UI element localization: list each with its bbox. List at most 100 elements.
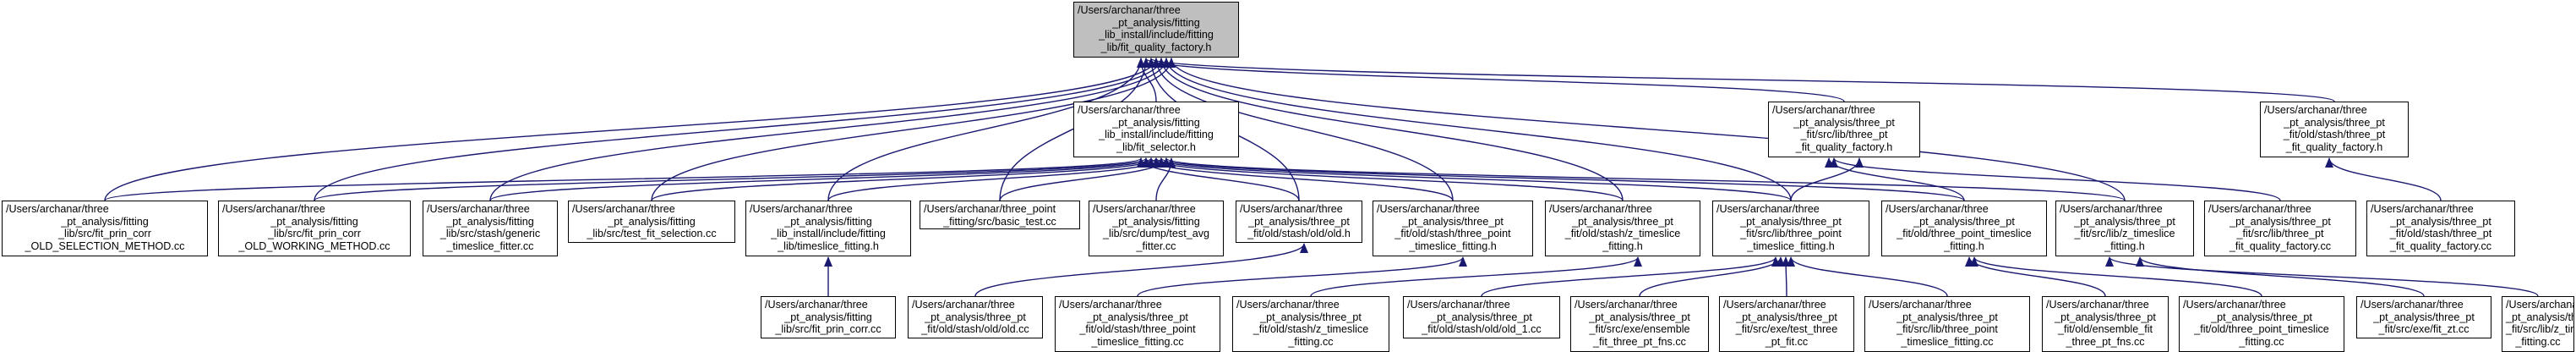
dependency-edge [1787, 256, 1948, 297]
file-path-line: /Users/archanar/three [6, 203, 109, 215]
file-node[interactable]: /Users/archanar/three_pt_analysis/three_… [2356, 296, 2491, 338]
file-path-line: _pt_analysis/three_pt [2229, 215, 2331, 228]
file-node[interactable]: /Users/archanar/three_pt_analysis/three_… [2204, 201, 2356, 256]
root-file-node[interactable]: /Users/archanar/three_pt_analysis/fittin… [1073, 2, 1239, 58]
file-path-line: _fitting.h [2104, 239, 2145, 252]
file-path-line: _pt_analysis/three_pt [1740, 215, 1842, 228]
file-path-line: _lib/src/fit_prin_corr [58, 228, 151, 240]
file-path-line: _pt_analysis/three_pt [2284, 116, 2385, 129]
file-node[interactable]: /Users/archanar/three_pt_analysis/fittin… [423, 201, 558, 256]
file-path-line: _fit/src/lib/z_timeslice [2074, 228, 2175, 240]
file-path-line: _pt_analysis/three_pt [2055, 311, 2156, 323]
file-node[interactable]: /Users/archanar/three_pt_analysis/fittin… [568, 201, 735, 243]
file-path-line: _pt_analysis/three_pt [2211, 311, 2312, 323]
file-node[interactable]: /Users/archanar/three_pt_analysis/three_… [2042, 296, 2169, 352]
file-path-line: /Users/archanar/three [765, 299, 868, 311]
file-path-line: _pt_analysis/three_pt [1572, 215, 1673, 228]
file-node[interactable]: /Users/archanar/three_pt_analysis/three_… [2502, 296, 2574, 352]
file-node[interactable]: /Users/archanar/three_pt_analysis/three_… [1236, 201, 1362, 243]
file-path-line: _pt_analysis/fitting [608, 215, 696, 228]
dependency-edge [974, 243, 1308, 297]
file-path-line: /Users/archanar/three [1716, 203, 1820, 215]
file-path-line: _fitting/src/basic_test.cc [943, 215, 1056, 228]
dependency-edge [1152, 58, 1454, 201]
file-path-line: /Users/archanar/three [2360, 299, 2464, 311]
file-node[interactable]: /Users/archanar/three_pt_analysis/three_… [1570, 296, 1709, 352]
file-path-line: _fit/src/exe/test_three [1735, 323, 1838, 336]
file-path-line: _fit_quality_factory.h [1795, 140, 1893, 153]
file-path-line: _lib_install/include/fitting [771, 228, 886, 240]
file-node[interactable]: /Users/archanar/three_pt_analysis/three_… [2366, 201, 2515, 256]
file-node[interactable]: /Users/archanar/three_pt_analysis/fittin… [761, 296, 896, 338]
file-path-line: /Users/archanar/three [1078, 4, 1181, 16]
file-path-line: /Users/archanar/three [1723, 299, 1826, 311]
file-node[interactable]: /Users/archanar/three_pt_analysis/fittin… [745, 201, 911, 256]
file-path-line: /Users/archanar/three [222, 203, 325, 215]
file-path-line: _fit/old/stash/old/old.h [1247, 228, 1351, 240]
file-path-line: /Users/archanar/three [427, 203, 530, 215]
file-node[interactable]: /Users/archanar/three_pt_analysis/three_… [1403, 296, 1560, 338]
file-path-line: _timeslice_fitting.cc [1091, 335, 1184, 348]
file-node[interactable]: /Users/archanar/three_pt_analysis/three_… [1712, 201, 1869, 256]
file-path-line: _pt_analysis/three_pt [2390, 215, 2491, 228]
file-path-line: /Users/archanar/three [2060, 203, 2163, 215]
file-node[interactable]: /Users/archanar/three_pt_analysis/fittin… [1073, 102, 1239, 157]
file-path-line: _fit/old/stash/three_point [1394, 228, 1511, 240]
file-path-line: /Users/archanar/three [1377, 203, 1480, 215]
file-path-line: /Users/archanar/three [2183, 299, 2286, 311]
dependency-edge [1137, 256, 1467, 297]
file-node[interactable]: /Users/archanar/three_pt_analysis/three_… [1232, 296, 1389, 352]
file-node[interactable]: /Users/archanar/three_pt_analysis/three_… [1545, 201, 1700, 256]
file-path-line: _pt_analysis/fitting [784, 215, 872, 228]
dependency-edge [1142, 58, 1845, 102]
file-path-line: _pt_fit.cc [1765, 335, 1809, 348]
file-node[interactable]: /Users/archanar/three_point_fitting/src/… [920, 201, 1080, 229]
file-path-line: _lib/src/fit_prin_corr.cc [775, 323, 881, 336]
file-path-line: /Users/archanar/three [2046, 299, 2149, 311]
file-path-line: _fit_quality_factory.h [2285, 140, 2383, 153]
dependency-edge [104, 58, 1160, 201]
file-path-line: _fit/src/exe/fit_zt.cc [2378, 323, 2470, 336]
file-path-line: _lib/fit_quality_factory.h [1100, 41, 1212, 53]
dependency-edge [314, 157, 1150, 201]
file-node[interactable]: /Users/archanar/three_pt_analysis/three_… [2260, 102, 2409, 157]
dependency-edge [2136, 256, 2425, 297]
dependency-edge [1830, 157, 2281, 201]
dependency-edge [1152, 157, 1792, 201]
file-node[interactable]: /Users/archanar/three_pt_analysis/three_… [2055, 201, 2194, 256]
file-node[interactable]: /Users/archanar/three_pt_analysis/three_… [1373, 201, 1533, 256]
file-node[interactable]: /Users/archanar/three_pt_analysis/three_… [1864, 296, 2030, 352]
file-path-line: _fit/src/lib/three_point [1897, 323, 1998, 336]
dependency-edge [1965, 256, 2106, 297]
file-path-line: /Users/archanar/three [1549, 203, 1652, 215]
file-node[interactable]: /Users/archanar/three_pt_analysis/fittin… [218, 201, 411, 256]
dependency-edge [1162, 157, 2126, 201]
file-path-line: _fit/old/three_point_timeslice [1897, 228, 2032, 240]
file-path-line: /Users/archanar/three [1407, 299, 1510, 311]
file-path-line: _fit/old/stash/three_point [1079, 323, 1196, 336]
file-path-line: _pt_analysis/three_pt [1260, 311, 1362, 323]
file-path-line: _fit/old/ensemble_fit [2057, 323, 2153, 336]
dependency-edge [2325, 157, 2442, 201]
file-path-line: _pt_analysis/fitting [446, 215, 534, 228]
dependency-edge [489, 157, 1155, 201]
file-path-line: _fit/old/stash/old/old.cc [921, 323, 1029, 336]
file-node[interactable]: /Users/archanar/three_pt_analysis/three_… [1768, 102, 1920, 157]
file-path-line: _fit_three_pt_fns.cc [1593, 335, 1686, 348]
file-path-line: _pt_analysis/three_pt [1913, 215, 2015, 228]
file-node[interactable]: /Users/archanar/three_pt_analysis/three_… [2179, 296, 2344, 352]
file-node[interactable]: /Users/archanar/three_pt_analysis/three_… [1881, 201, 2047, 256]
file-node[interactable]: /Users/archanar/three_pt_analysis/three_… [1719, 296, 1854, 352]
file-path-line: /Users/archanar/three [1575, 299, 1678, 311]
file-path-line: _pt_analysis/fitting [1112, 215, 1200, 228]
file-node[interactable]: /Users/archanar/three_pt_analysis/fittin… [1089, 201, 1224, 256]
file-path-line: /Users/archanar/three [1886, 203, 1989, 215]
file-path-line: /Users/archanar/three [2371, 203, 2474, 215]
file-path-line: _timeslice_fitting.h [1747, 239, 1835, 252]
file-node[interactable]: /Users/archanar/three_pt_analysis/three_… [908, 296, 1043, 338]
file-path-line: _pt_analysis/fitting [1112, 16, 1200, 29]
file-path-line: _fitting.cc [2239, 335, 2284, 348]
file-node[interactable]: /Users/archanar/three_pt_analysis/three_… [1055, 296, 1220, 352]
file-path-line: _timeslice_fitter.cc [446, 239, 534, 252]
file-node[interactable]: /Users/archanar/three_pt_analysis/fittin… [2, 201, 208, 256]
